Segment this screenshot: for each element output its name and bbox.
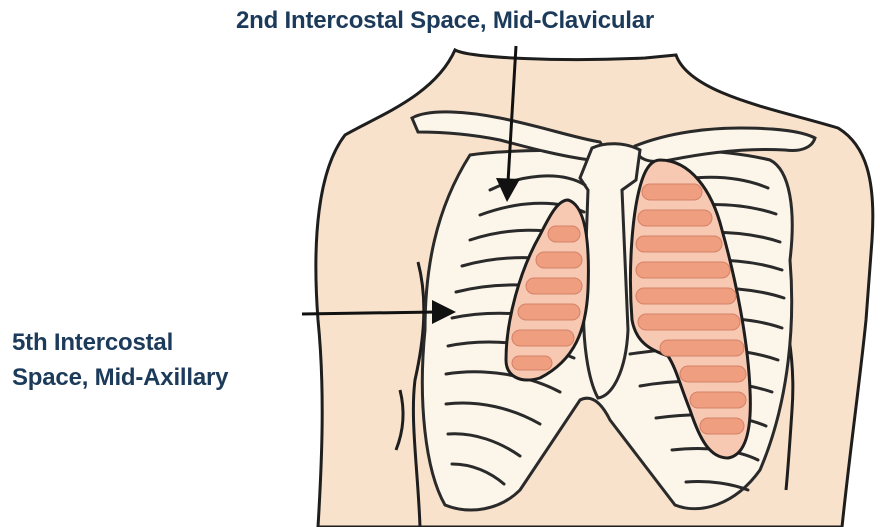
label-5th-intercostal-line2: Space, Mid-Axillary — [12, 363, 228, 393]
label-2nd-intercostal: 2nd Intercostal Space, Mid-Clavicular — [236, 6, 654, 36]
label-5th-intercostal-line1: 5th Intercostal — [12, 328, 173, 358]
